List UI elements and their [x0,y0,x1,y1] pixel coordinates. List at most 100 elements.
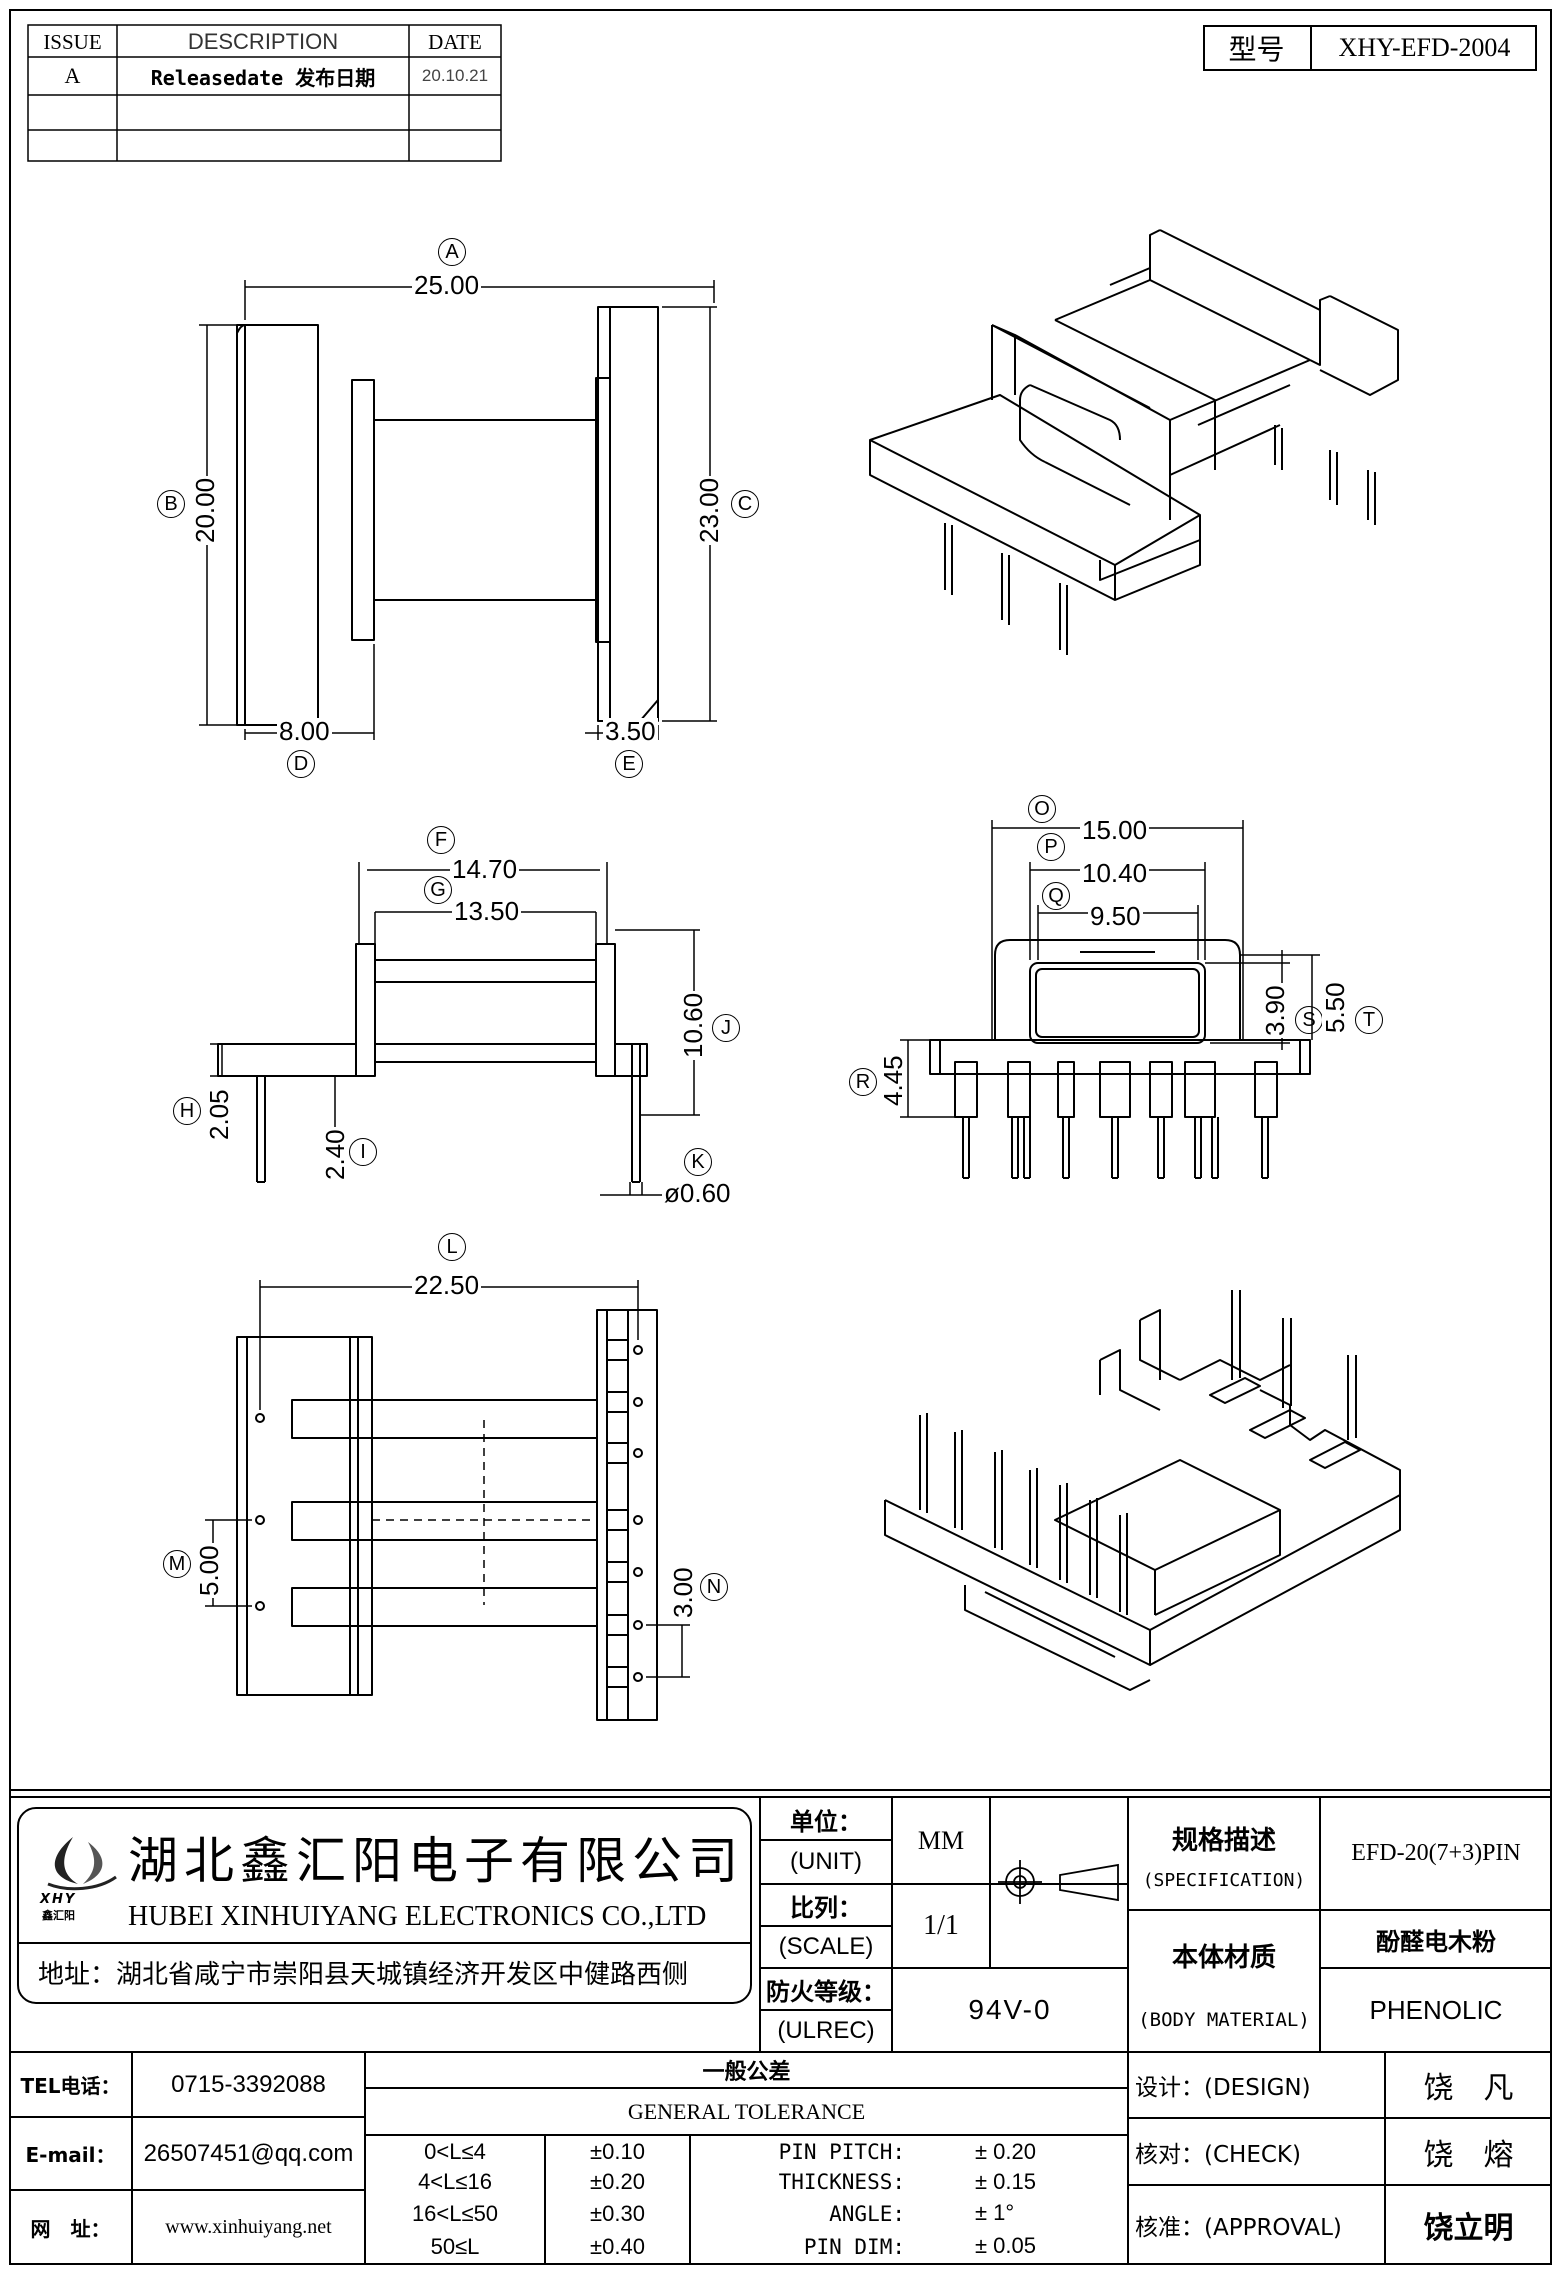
model-box-border [1203,25,1537,71]
tel-label: TEL电话： [20,2074,121,2098]
material-value-cn: 酚醛电木粉 [1376,1927,1496,1956]
tolerance-value-1: ±0.10 [590,2139,645,2164]
company-address: 地址：湖北省咸宁市崇阳县天城镇经济开发区中健路西侧 [38,1960,689,1990]
ul-value: 94V-0 [968,1994,1052,2025]
tolerance-range-4: 50≤L [430,2233,480,2259]
spec-value: EFD-20(7+3)PIN [1351,1840,1521,1866]
dim-value-l: 22.50 [412,1270,482,1300]
dim-letter-e: E [615,750,643,778]
dim-value-q: 9.50 [1088,901,1143,931]
company-name-en: HUBEI XINHUIYANG ELECTRONICS CO.,LTD [128,1901,707,1932]
unit-label-cn: 单位： [790,1808,862,1836]
model-label: 型号 [1228,33,1285,66]
tolerance-item-label-2: THICKNESS: [778,2170,905,2194]
dim-letter-o: O [1028,795,1056,823]
material-value-en: PHENOLIC [1369,1994,1503,2025]
dim-letter-a: A [438,238,466,266]
material-label-en: (BODY MATERIAL) [1138,2009,1310,2031]
company-logo-icon [47,1837,117,1891]
tolerance-value-4: ±0.40 [590,2233,645,2259]
tolerance-value-2: ±0.20 [590,2169,645,2194]
email-value: 26507451@qq.com [143,2139,354,2167]
ul-label-cn: 防火等级： [766,1977,886,2006]
approval-label: 核准：(APPROVAL) [1135,2215,1342,2241]
tolerance-value-3: ±0.30 [590,2201,645,2226]
tolerance-range-2: 4<L≤16 [418,2169,492,2194]
design-name: 饶 凡 [1423,2071,1514,2106]
technical-drawing [199,229,1401,1721]
dim-value-k: ø0.60 [662,1178,733,1208]
dim-letter-b: B [157,490,185,518]
revision-header-description: DESCRIPTION [187,29,339,54]
dim-letter-t: T [1355,1006,1383,1034]
dim-letter-n: N [700,1573,728,1601]
dim-value-a: 25.00 [412,270,482,300]
web-label: 网 址： [30,2217,111,2241]
dim-letter-j: J [712,1014,740,1042]
dim-letter-i: I [349,1138,377,1166]
dim-letter-k: K [684,1148,712,1176]
spec-label-cn: 规格描述 [1171,1825,1276,1856]
dim-letter-m: M [163,1550,191,1578]
check-label: 核对：(CHECK) [1135,2141,1301,2168]
company-logo-text: XHY [40,1892,77,1907]
approval-name: 饶立明 [1423,2211,1514,2246]
revision-description-a: Releasedate 发布日期 [150,65,376,90]
tel-value: 0715-3392088 [171,2070,326,2098]
tolerance-item-value-2: ± 0.15 [975,2169,1037,2194]
dim-letter-r: R [849,1068,877,1096]
model-value: XHY-EFD-2004 [1338,33,1511,62]
tolerance-item-label-4: PIN DIM: [803,2234,905,2259]
scale-value: 1/1 [923,1910,959,1941]
tolerance-title-en: GENERAL TOLERANCE [627,2098,866,2124]
dim-letter-d: D [287,750,315,778]
tolerance-item-label-3: ANGLE: [829,2202,905,2226]
dim-value-p: 10.40 [1080,858,1150,888]
company-logo-sub: 鑫汇阳 [42,1909,75,1922]
scale-label-en: (SCALE) [778,1933,874,1960]
end-view [900,820,1320,1179]
dim-letter-h: H [173,1097,201,1125]
dim-value-d: 8.00 [277,716,332,746]
dim-value-f: 14.70 [450,854,520,884]
ul-label-en: (ULREC) [777,2017,875,2044]
company-name-cn: 湖北鑫汇阳电子有限公司 [128,1833,744,1889]
dim-letter-g: G [424,876,452,904]
revision-date-a: 20.10.21 [421,66,489,85]
revision-header-date: DATE [428,29,482,54]
unit-label-en: (UNIT) [790,1848,862,1875]
dim-letter-c: C [731,490,759,518]
tolerance-range-1: 0<L≤4 [424,2139,486,2164]
tolerance-item-value-1: ± 0.20 [975,2139,1037,2164]
dim-value-o: 15.00 [1080,815,1150,845]
dim-value-e: 3.50 [603,716,658,746]
projection-symbol [998,1860,1119,1904]
revision-header-issue: ISSUE [43,29,102,54]
isometric-view-top [869,229,1399,655]
spec-label-en: (SPECIFICATION) [1142,1869,1306,1891]
tolerance-item-value-4: ± 0.05 [975,2233,1037,2258]
drawing-frame [9,9,1552,2265]
email-label: E-mail： [25,2143,116,2167]
material-label-cn: 本体材质 [1171,1942,1276,1973]
dim-letter-l: L [438,1233,466,1261]
dim-value-g: 13.50 [452,896,522,926]
web-value: www.xinhuiyang.net [165,2216,332,2238]
tolerance-title-cn: 一般公差 [702,2060,791,2085]
tolerance-item-label-1: PIN PITCH: [778,2140,905,2164]
scale-label-cn: 比列： [790,1893,862,1922]
dim-letter-f: F [427,826,455,854]
unit-value: MM [917,1825,965,1855]
design-label: 设计：(DESIGN) [1135,2075,1311,2101]
bottom-view [205,1280,690,1721]
revision-issue-a: A [64,63,81,88]
dim-letter-p: P [1037,833,1065,861]
revision-table-grid [27,24,502,162]
isometric-view-bottom [884,1290,1401,1691]
check-name: 饶 熔 [1423,2137,1514,2173]
tolerance-item-value-3: ± 1° [975,2200,1015,2225]
tolerance-range-3: 16<L≤50 [411,2201,499,2226]
dim-letter-q: Q [1042,882,1070,910]
model-box-divider [1310,25,1312,71]
